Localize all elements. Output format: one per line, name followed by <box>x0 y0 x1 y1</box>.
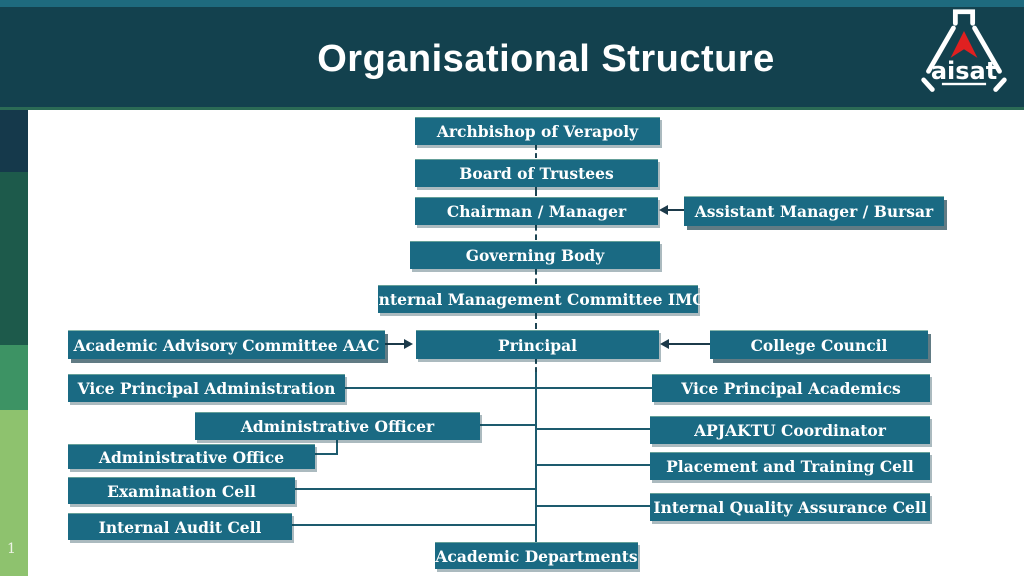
node-board-of-trustees: Board of Trustees <box>415 159 658 187</box>
connector-imc-principal <box>535 313 537 329</box>
header-underline <box>0 107 1024 110</box>
node-iqac: Internal Quality Assurance Cell <box>650 493 930 521</box>
node-aac: Academic Advisory Committee AAC <box>68 330 385 359</box>
node-college-council: College Council <box>710 330 928 359</box>
arrow-line-council-principal <box>669 343 710 345</box>
node-imc: Internal Management Committee IMC <box>371 285 705 313</box>
arrow-line-assistant-chairman <box>667 209 684 211</box>
connector-admin-officer <box>480 424 537 426</box>
arrow-line-aac-principal <box>385 343 405 345</box>
header-bar: Organisational Structure <box>0 0 1024 110</box>
logo-left-leg <box>926 25 956 74</box>
connector-apjaktu <box>536 428 650 430</box>
node-vp-administration: Vice Principal Administration <box>68 374 345 402</box>
node-examination-cell: Examination Cell <box>68 477 295 504</box>
node-administrative-office: Administrative Office <box>68 444 315 469</box>
node-academic-departments: Academic Departments <box>435 542 638 569</box>
connector-central-trunk <box>535 372 537 542</box>
node-chairman: Chairman / Manager <box>415 197 658 225</box>
connector-principal-trunk-dash <box>535 359 537 372</box>
page-number: 1 <box>7 541 16 557</box>
node-administrative-officer: Administrative Officer <box>195 412 480 440</box>
node-assistant-manager: Assistant Manager / Bursar <box>684 196 944 226</box>
connector-vp-row <box>345 387 652 389</box>
node-vp-academics: Vice Principal Academics <box>652 374 930 402</box>
connector-governing-imc <box>535 269 537 284</box>
left-band-light-green <box>0 410 28 576</box>
arrowhead-council-principal-icon <box>660 339 669 349</box>
left-band-medium-green <box>0 345 28 410</box>
connector-board-chairman <box>535 187 537 196</box>
connector-examination <box>295 488 536 490</box>
connector-admin-office-elbow-h <box>315 453 338 455</box>
arrowhead-aac-principal-icon <box>404 339 413 349</box>
connector-iqac <box>536 505 650 507</box>
node-apjaktu-coordinator: APJAKTU Coordinator <box>650 416 930 444</box>
connector-chairman-governing <box>535 225 537 240</box>
node-internal-audit-cell: Internal Audit Cell <box>68 513 292 540</box>
logo-right-leg <box>972 25 1002 74</box>
left-band-dark-teal <box>0 110 28 172</box>
page-title: Organisational Structure <box>317 38 775 80</box>
logo-triangle-outline <box>921 9 1007 92</box>
node-archbishop: Archbishop of Verapoly <box>415 117 660 145</box>
logo-chimney <box>952 9 976 26</box>
node-placement-cell: Placement and Training Cell <box>650 452 930 480</box>
connector-audit <box>292 524 536 526</box>
header-top-strip <box>0 0 1024 7</box>
connector-placement <box>536 464 650 466</box>
logo-underline <box>941 82 987 86</box>
logo-foot-right <box>993 77 1007 92</box>
connector-admin-office-elbow-v <box>336 439 338 455</box>
logo-text: aisat <box>931 57 997 85</box>
logo-foot-left <box>921 77 935 92</box>
node-principal: Principal <box>416 330 659 359</box>
node-governing-body: Governing Body <box>410 241 660 269</box>
logo-red-triangle-icon <box>950 30 978 58</box>
left-band-dark-green <box>0 172 28 345</box>
arrowhead-assistant-chairman-icon <box>659 205 668 215</box>
aisat-logo: aisat <box>921 9 1007 92</box>
connector-archbishop-board <box>535 145 537 158</box>
